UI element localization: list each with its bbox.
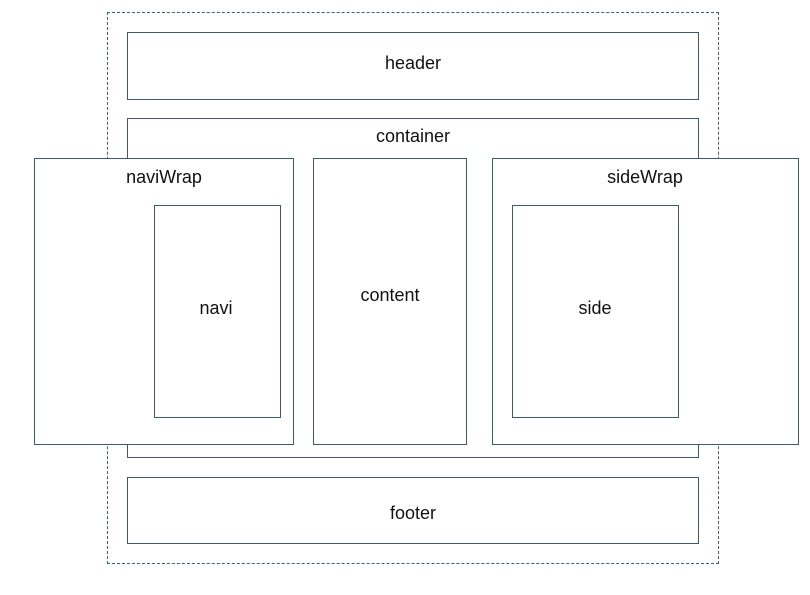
header-box (127, 32, 699, 100)
side-label: side (578, 298, 612, 318)
header-label: header (384, 53, 442, 73)
navi-label: navi (199, 298, 233, 318)
container-label: container (375, 126, 451, 146)
content-box (313, 158, 467, 445)
content-label: content (360, 285, 420, 305)
side-box (512, 205, 679, 418)
navi-box (154, 205, 281, 418)
footer-box (127, 477, 699, 544)
naviwrap-label: naviWrap (126, 167, 202, 187)
footer-label: footer (389, 503, 437, 523)
sidewrap-label: sideWrap (607, 167, 683, 187)
